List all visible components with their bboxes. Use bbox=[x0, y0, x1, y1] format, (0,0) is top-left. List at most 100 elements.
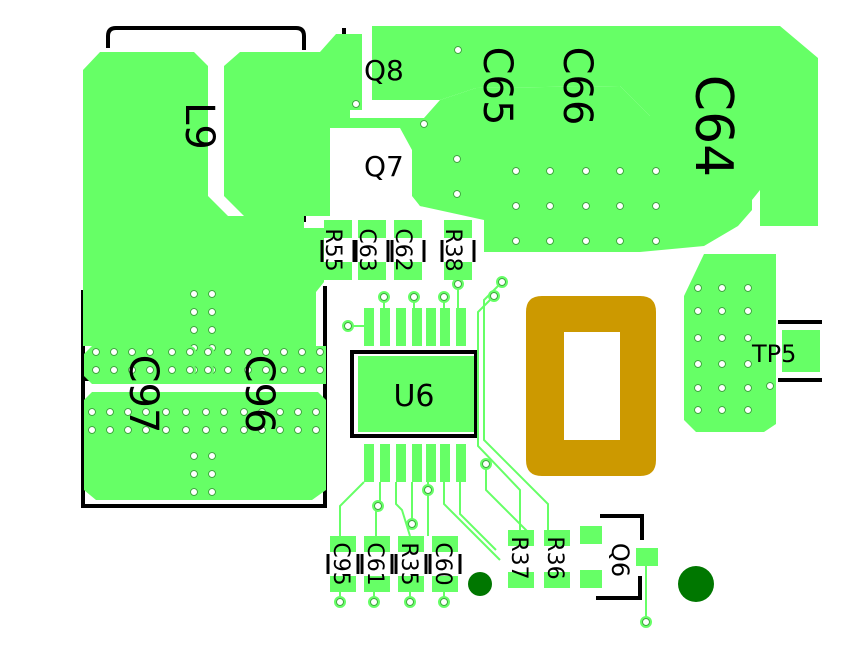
via bbox=[692, 282, 704, 294]
via bbox=[184, 346, 196, 358]
pour-bottom bbox=[84, 392, 326, 500]
via bbox=[260, 346, 272, 358]
via bbox=[580, 165, 592, 177]
via bbox=[274, 424, 286, 436]
via bbox=[104, 406, 116, 418]
via bbox=[126, 346, 138, 358]
via bbox=[614, 165, 626, 177]
label-r35: R35 bbox=[396, 542, 421, 585]
via bbox=[202, 346, 214, 358]
via bbox=[188, 306, 200, 318]
label-r38: R38 bbox=[440, 228, 465, 271]
via bbox=[166, 346, 178, 358]
label-c64: C64 bbox=[683, 75, 743, 177]
via bbox=[180, 424, 192, 436]
via bbox=[86, 406, 98, 418]
via bbox=[218, 406, 230, 418]
pad-u6 bbox=[358, 356, 474, 432]
via bbox=[292, 406, 304, 418]
via bbox=[580, 200, 592, 212]
via bbox=[126, 364, 138, 376]
via bbox=[742, 382, 754, 394]
via bbox=[200, 424, 212, 436]
via bbox=[218, 424, 230, 436]
label-r55: R55 bbox=[320, 228, 345, 271]
passive-footprints bbox=[320, 84, 658, 592]
via bbox=[716, 332, 728, 344]
via bbox=[206, 486, 218, 498]
via bbox=[160, 424, 172, 436]
label-c60: C60 bbox=[430, 542, 455, 585]
via bbox=[716, 282, 728, 294]
via bbox=[650, 165, 662, 177]
label-c96: C96 bbox=[236, 355, 282, 434]
via bbox=[716, 358, 728, 370]
via bbox=[188, 468, 200, 480]
via bbox=[510, 235, 522, 247]
via bbox=[184, 364, 196, 376]
via bbox=[274, 406, 286, 418]
via bbox=[122, 424, 134, 436]
label-c62: C62 bbox=[390, 228, 415, 271]
via bbox=[510, 200, 522, 212]
via bbox=[180, 406, 192, 418]
via bbox=[122, 406, 134, 418]
via bbox=[544, 165, 556, 177]
via bbox=[144, 364, 156, 376]
via bbox=[310, 424, 322, 436]
label-tp5: TP5 bbox=[751, 340, 796, 368]
via bbox=[86, 424, 98, 436]
label-c66: C66 bbox=[554, 47, 600, 126]
label-r36: R36 bbox=[542, 536, 567, 579]
via bbox=[238, 406, 250, 418]
label-c65: C65 bbox=[474, 47, 520, 126]
gold-pad bbox=[526, 296, 656, 476]
via bbox=[238, 424, 250, 436]
via bbox=[480, 458, 492, 470]
via bbox=[296, 364, 308, 376]
via bbox=[488, 290, 500, 302]
label-c97: C97 bbox=[120, 355, 166, 434]
pour-q8-top bbox=[372, 26, 818, 226]
label-r37: R37 bbox=[506, 536, 531, 579]
via bbox=[202, 364, 214, 376]
via bbox=[614, 235, 626, 247]
via bbox=[451, 188, 463, 200]
via bbox=[510, 165, 522, 177]
via bbox=[188, 324, 200, 336]
via bbox=[310, 406, 322, 418]
via bbox=[614, 200, 626, 212]
via bbox=[742, 358, 754, 370]
via bbox=[242, 346, 254, 358]
label-c61: C61 bbox=[362, 542, 387, 585]
via bbox=[296, 346, 308, 358]
via bbox=[104, 424, 116, 436]
label-q7: Q7 bbox=[364, 150, 404, 183]
label-c95: C95 bbox=[328, 542, 353, 585]
silkscreen-labels: L9 Q8 Q7 C65 C66 C64 R55 C63 C62 R38 U6 … bbox=[120, 47, 796, 586]
via bbox=[242, 364, 254, 376]
via bbox=[716, 382, 728, 394]
via bbox=[496, 276, 508, 288]
via bbox=[406, 518, 418, 530]
u6-pins bbox=[364, 308, 466, 482]
via bbox=[418, 118, 430, 130]
via bbox=[206, 324, 218, 336]
via bbox=[200, 406, 212, 418]
label-c63: C63 bbox=[354, 228, 379, 271]
via bbox=[292, 424, 304, 436]
via bbox=[742, 332, 754, 344]
via bbox=[692, 382, 704, 394]
dark-pad-large bbox=[678, 566, 714, 602]
via bbox=[166, 364, 178, 376]
via bbox=[692, 332, 704, 344]
via bbox=[140, 424, 152, 436]
via bbox=[580, 235, 592, 247]
via bbox=[404, 596, 416, 608]
via bbox=[206, 288, 218, 300]
via bbox=[692, 305, 704, 317]
via bbox=[372, 500, 384, 512]
via bbox=[206, 468, 218, 480]
label-l9: L9 bbox=[176, 102, 222, 150]
via bbox=[334, 596, 346, 608]
